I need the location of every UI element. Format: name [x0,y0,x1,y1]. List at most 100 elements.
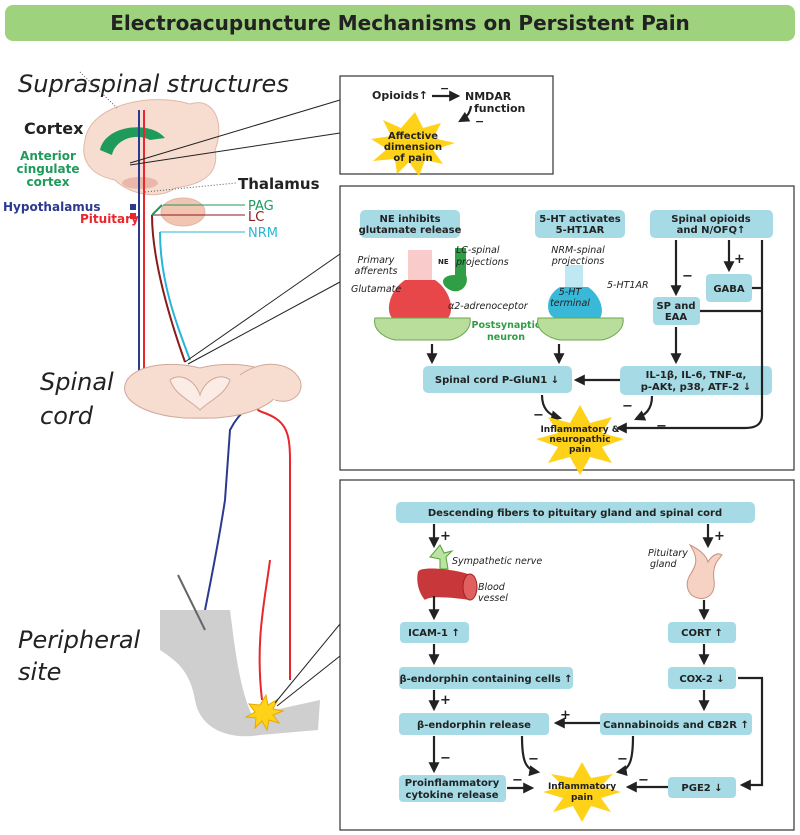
label-acc-2: cingulate [17,162,80,176]
label-alpha2: α2-adrenoceptor [448,301,529,312]
box-pge2-label: PGE2 ↓ [681,783,722,794]
box-cannabinoids [600,713,752,735]
box-spinal-opioids [650,210,773,238]
label-acc-1: Anterior [20,149,76,163]
sign-plus: + [734,252,745,267]
sign-minus: − [475,115,484,128]
label-5ht1ar: 5-HT1AR [607,280,649,291]
arrow-nmdar-pain [458,105,473,123]
box-cort-label: CORT ↑ [681,628,723,639]
box1-opioids: Opioids↑ [372,89,428,102]
blood-vessel-illustration [417,568,478,601]
label-pag: PAG [248,199,274,214]
sign-minus: − [533,408,544,423]
panel-peripheral [339,479,795,831]
pituitary-marker [130,213,136,219]
box1-pain-1: Affective [388,131,438,142]
box-cox2 [668,667,736,689]
label-blood-1: Blood [478,582,506,593]
section-spinal-2: cord [40,402,94,430]
label-pituitary: Pituitary [80,212,139,226]
label-5ht-terminal-2: terminal [550,298,590,309]
box-pro-1: Proinflammatory [405,778,500,789]
label-lc: LC [248,210,264,225]
box-opioids-2: and N/OFQ↑ [677,225,746,236]
box-opioids-1: Spinal opioids [671,214,750,225]
box-ne [360,210,460,238]
box-beta-release [399,713,549,735]
box-ne-1: NE inhibits [379,214,440,225]
ne-synapse-illustration [374,248,471,341]
page-title: Electroacupuncture Mechanisms on Persist… [110,11,690,35]
label-hypothalamus: Hypothalamus [3,200,100,214]
box1-pain-2: dimension [384,142,442,153]
spinal-cord-illustration [124,363,302,419]
box-gluN1 [423,366,572,393]
label-nrm-spinal-2: projections [551,256,605,267]
section-supraspinal: Supraspinal structures [18,70,289,98]
box-cort [668,622,736,643]
label-ne: NE [438,258,449,266]
label-thalamus: Thalamus [238,175,320,193]
box-ne-2: glutamate release [359,225,462,236]
sign-minus: − [622,399,633,414]
box-5ht-1: 5-HT activates [539,214,620,225]
box-icam-label: ICAM-1 ↑ [408,628,460,639]
section-spinal-1: Spinal [40,368,114,396]
box-cytokines [620,366,772,395]
box-cox2-label: COX-2 ↓ [679,674,724,685]
sign-minus: − [512,773,523,788]
box-cannabinoids-label: Cannabinoids and CB2R ↑ [603,720,749,731]
sign-minus: − [638,773,649,788]
box2-arrows [426,240,764,434]
pituitary-gland-illustration [686,543,723,599]
panel-supraspinal [339,75,554,175]
box2-pain-1: Inflammatory & [540,425,619,435]
label-postsynaptic-2: neuron [487,332,525,343]
box-pro-2: cytokine release [406,790,499,801]
sympathetic-nerve-illustration [429,544,454,570]
box2-pain-2: neuropathic [549,435,610,445]
5ht-synapse-illustration [537,265,624,341]
sign-minus: − [682,269,693,284]
sign-minus: − [440,751,451,766]
box-beta-cells [399,667,573,689]
sign-minus: − [617,752,628,767]
box2-pain-3: pain [569,445,591,455]
label-5ht-terminal-1: 5-HT [559,287,583,298]
label-pituitary-2: gland [650,559,678,570]
pain-star-peripheral [244,693,285,732]
thalamus-leader [144,182,237,193]
sign-minus: − [528,752,539,767]
pain-star-affective [371,112,455,176]
label-lc-spinal-1: LC-spinal [456,245,500,256]
box1-pain-3: of pain [393,153,432,164]
label-blood-2: vessel [478,593,508,604]
box-pge2 [668,777,736,798]
box-gaba-label: GABA [713,284,745,295]
sign-minus: − [656,419,667,434]
label-pituitary-1: Pituitary [648,548,688,559]
label-postsynaptic-1: Postsynaptic [472,320,541,331]
pain-star-inflammatory [543,762,621,822]
label-lc-spinal-2: projections [455,257,509,268]
box-il-1: IL-1β, IL-6, TNF-α, [646,370,747,381]
sign-plus: + [560,708,571,723]
section-peripheral-2: site [18,658,61,686]
brain-illustration [83,99,220,227]
label-glutamate: Glutamate [351,284,401,295]
box-sp-2: EAA [665,312,688,323]
box-descending-label: Descending fibers to pituitary gland and… [428,508,722,519]
sign-plus: + [440,693,451,708]
sign-plus: + [440,529,451,544]
callout-lines [129,99,341,707]
label-primary-2: afferents [355,266,398,277]
label-cortex: Cortex [24,119,84,138]
box-beta-release-label: β-endorphin release [417,720,531,731]
sign-minus: − [440,82,449,95]
box-sp-eaa [653,297,700,325]
title-bar [5,5,795,41]
box3-pain-1: Inflammatory [548,782,616,792]
label-sympathetic-nerve: Sympathetic nerve [452,556,542,567]
